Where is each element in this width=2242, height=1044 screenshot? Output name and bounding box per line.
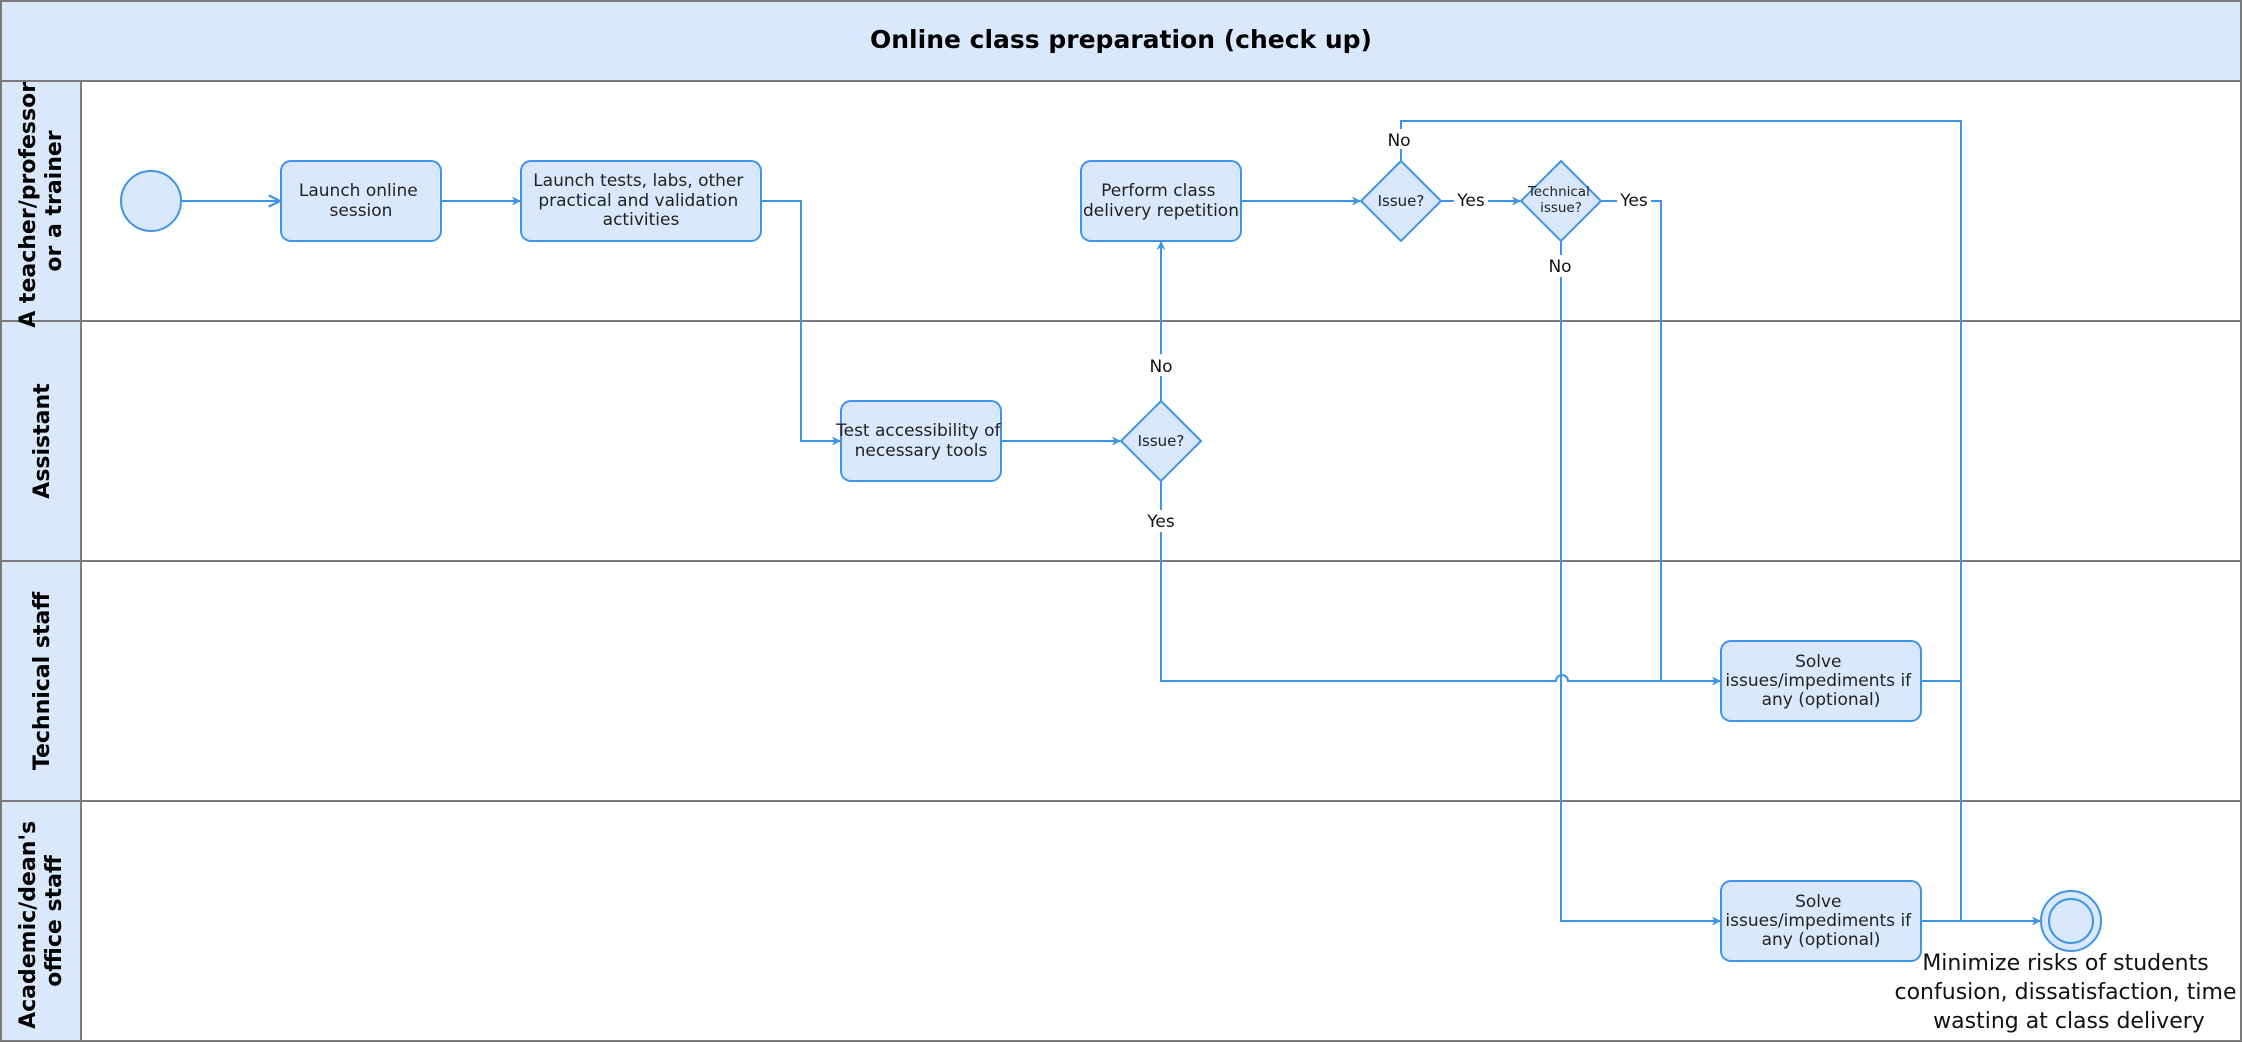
lane-label-teacher: A teacher/professor or a trainer bbox=[16, 74, 67, 328]
svg-text:No: No bbox=[1548, 257, 1571, 277]
svg-text:Test accessibility of ne: Test accessibility of necessary tools bbox=[835, 421, 1006, 461]
flow-technical-issue-yes bbox=[1601, 200, 1662, 681]
start-event bbox=[120, 170, 182, 232]
task-solve-issues-academic: Solve issues/impediments if any (optiona… bbox=[1720, 880, 1922, 962]
edge-label-teacher-issue-no: No bbox=[1384, 129, 1414, 151]
lane-label-assistant: Assistant bbox=[30, 383, 55, 499]
svg-text:Yes: Yes bbox=[1146, 512, 1175, 532]
svg-text:Launch tests, labs, other: Launch tests, labs, other practical and … bbox=[533, 171, 749, 230]
edge-label-assistant-no: No bbox=[1145, 354, 1177, 377]
svg-text:Solve issues/impediments: Solve issues/impediments if any (optiona… bbox=[1725, 652, 1916, 710]
task-perform-class-delivery-repetition: Perform class delivery repetition bbox=[1080, 160, 1242, 242]
edge-label-teacher-issue-yes: Yes bbox=[1454, 190, 1488, 212]
lane-assistant: Assistant bbox=[30, 383, 55, 499]
svg-text:Technical issue?: Technical issue? bbox=[1527, 184, 1594, 216]
task-solve-issues-technical: Solve issues/impediments if any (optiona… bbox=[1720, 640, 1922, 722]
svg-text:Issue?: Issue? bbox=[1378, 192, 1425, 210]
svg-text:Launch online session: Launch online session bbox=[299, 181, 423, 221]
end-event-note: Minimize risks of students confusion, di… bbox=[1895, 951, 2242, 1034]
lane-teacher: A teacher/professor or a trainer bbox=[16, 74, 67, 328]
svg-text:Yes: Yes bbox=[1619, 191, 1648, 211]
lane-academic-staff: Academic/dean's office staff bbox=[16, 813, 67, 1029]
lane-label-technical-staff: Technical staff bbox=[30, 591, 55, 770]
edge-label-technical-yes: Yes bbox=[1617, 190, 1651, 212]
edge-label-assistant-yes: Yes bbox=[1143, 510, 1179, 532]
flow-technical-issue-no bbox=[1560, 241, 1721, 926]
svg-text:No: No bbox=[1387, 131, 1410, 151]
svg-text:Issue?: Issue? bbox=[1138, 432, 1185, 450]
pool-title: Online class preparation (check up) bbox=[870, 25, 1372, 54]
svg-text:Solve issues/impediments: Solve issues/impediments if any (optiona… bbox=[1725, 892, 1916, 950]
task-launch-online-session: Launch online session bbox=[280, 160, 442, 242]
gateway-assistant-issue: Issue? bbox=[1119, 399, 1203, 483]
flow-launch-tests-to-test-accessibility bbox=[761, 200, 841, 446]
task-test-accessibility: Test accessibility of necessary tools bbox=[835, 400, 1006, 482]
pool-header: Online class preparation (check up) bbox=[1, 1, 2241, 81]
end-event bbox=[2040, 890, 2102, 952]
lane-technical-staff: Technical staff bbox=[30, 591, 55, 770]
lane-label-academic-staff: Academic/dean's office staff bbox=[16, 813, 67, 1029]
svg-text:Perform class delivery r: Perform class delivery repetition bbox=[1083, 181, 1239, 221]
svg-text:Yes: Yes bbox=[1456, 191, 1485, 211]
task-launch-tests: Launch tests, labs, other practical and … bbox=[520, 160, 762, 242]
svg-text:No: No bbox=[1149, 357, 1172, 377]
flow-assistant-issue-yes bbox=[1160, 481, 1721, 686]
gateway-technical-issue: Technical issue? bbox=[1519, 159, 1603, 243]
gateway-teacher-issue: Issue? bbox=[1359, 159, 1443, 243]
edge-label-technical-no: No bbox=[1545, 255, 1577, 277]
